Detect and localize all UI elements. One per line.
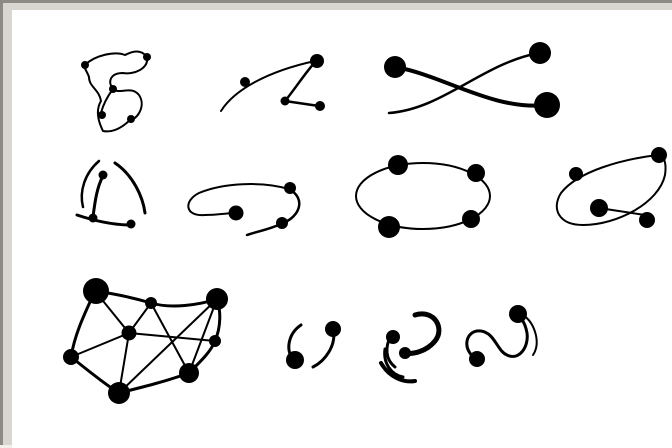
node <box>467 164 485 182</box>
node <box>63 349 79 365</box>
node <box>229 206 244 221</box>
node <box>284 182 296 194</box>
node <box>127 115 135 123</box>
spiral-arcs-graph <box>381 314 439 381</box>
ellipse-three-node-graph <box>557 147 667 228</box>
node <box>310 54 324 68</box>
node <box>386 330 400 344</box>
node <box>276 217 288 229</box>
node <box>529 42 551 64</box>
node <box>206 288 228 310</box>
node <box>315 101 325 111</box>
node <box>209 335 221 347</box>
crossing-curves-graph <box>384 42 560 118</box>
node <box>145 297 157 309</box>
node <box>325 321 341 337</box>
node <box>590 199 608 217</box>
node <box>378 216 400 238</box>
squiggle-graph <box>81 52 151 132</box>
pair-arcs-graph <box>286 321 341 369</box>
node <box>179 363 199 383</box>
open-orbit-graph <box>188 182 299 235</box>
graph-sketches-svg <box>12 10 672 448</box>
s-curve-graph <box>467 305 537 367</box>
node <box>462 210 480 228</box>
node <box>509 305 527 323</box>
node <box>81 61 89 69</box>
node <box>143 53 151 61</box>
node <box>109 85 117 93</box>
broken-ellipse-graph <box>77 161 145 229</box>
node <box>651 147 667 163</box>
mesh-network-graph <box>63 278 228 404</box>
node <box>534 92 560 118</box>
node <box>399 347 411 359</box>
node <box>108 382 130 404</box>
node <box>99 171 108 180</box>
node <box>98 111 106 119</box>
node <box>469 351 485 367</box>
node <box>127 220 136 229</box>
node <box>286 351 304 369</box>
node <box>388 155 408 175</box>
arc-path-graph <box>221 54 325 111</box>
node <box>122 326 137 341</box>
node <box>384 56 406 78</box>
node <box>639 212 655 228</box>
node <box>240 77 250 87</box>
ellipse-four-node-graph <box>356 155 490 238</box>
node <box>83 278 109 304</box>
node <box>281 97 290 106</box>
node <box>569 167 583 181</box>
node <box>89 214 98 223</box>
drawing-canvas <box>12 10 672 448</box>
